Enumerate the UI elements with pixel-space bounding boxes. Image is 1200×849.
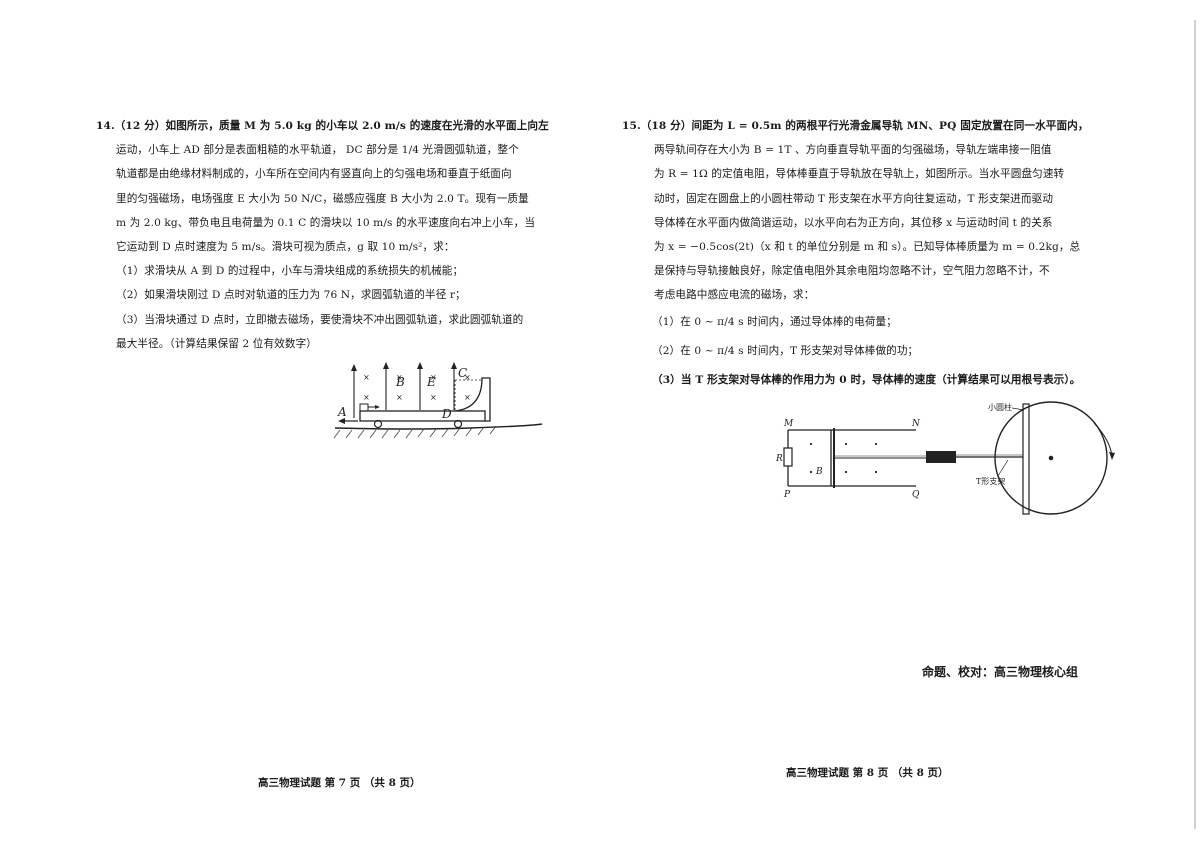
q14-subquestion-3: （3）当滑块通过 D 点时，立即撤去磁场，要使滑块不冲出圆弧轨道，求此圆弧轨道的 [116, 313, 524, 326]
q14-subquestion-3-cont: 最大半径。（计算结果保留 2 位有效数字） [116, 337, 317, 350]
svg-text:×: × [363, 393, 370, 402]
svg-text:×: × [396, 373, 403, 382]
q15-subquestion-2: （2）在 0 ~ π/4 s 时间内，T 形支架对导体棒做的功； [652, 344, 919, 357]
fig-label-R: R [776, 454, 783, 464]
svg-text:×: × [464, 393, 471, 402]
svg-text:×: × [363, 373, 370, 382]
callout-tframe: T形支架 [976, 476, 1005, 486]
q14-line: m 为 2.0 kg、带负电且电荷量为 0.1 C 的滑块以 10 m/s 的水… [116, 216, 536, 229]
q15-figure: M N P Q R B 小圆柱 T形支架 [776, 401, 1115, 515]
fig-label-B: B [815, 467, 823, 477]
fig-label-Q: Q [912, 490, 920, 500]
q14-subquestion-2: （2）如果滑块刚过 D 点时对轨道的压力为 76 N，求圆弧轨道的半径 r； [116, 289, 466, 302]
fig-label-A: A [337, 405, 347, 419]
fig-label-E: E [426, 375, 436, 389]
q15-line: 是保持与导轨接触良好，除定值电阻外其余电阻均忽略不计，空气阻力忽略不计，不 [654, 265, 1050, 278]
fig-label-N: N [911, 419, 921, 429]
q14-line: 运动，小车上 AD 部分是表面粗糙的水平轨道， DC 部分是 1/4 光滑圆弧轨… [116, 144, 519, 157]
page-8-footer: 高三物理试题 第 8 页 （共 8 页） [786, 767, 949, 779]
q15-subquestion-1: （1）在 0 ~ π/4 s 时间内，通过导体棒的电荷量； [652, 315, 897, 328]
page-7: 14.（12 分）如图所示，质量 M 为 5.0 kg 的小车以 2.0 m/s… [96, 114, 549, 789]
q15-line: 动时，固定在圆盘上的小圆柱带动 T 形支架在水平方向往复运动，T 形支架进而驱动 [654, 192, 1054, 205]
author-credit: 命题、校对：高三物理核心组 [922, 665, 1079, 679]
q15-line: 为 R = 1Ω 的定值电阻，导体棒垂直于导轨放在导轨上，如图所示。当水平圆盘匀… [654, 168, 1065, 181]
q14-line: 14.（12 分）如图所示，质量 M 为 5.0 kg 的小车以 2.0 m/s… [96, 120, 549, 132]
q15-line: 考虑电路中感应电流的磁场，求： [654, 289, 815, 302]
q14-line: 轨道都是由绝缘材料制成的，小车所在空间内有竖直向上的匀强电场和垂直于纸面向 [116, 168, 512, 181]
svg-text:×: × [430, 373, 437, 382]
q14-subquestion-1: （1）求滑块从 A 到 D 的过程中，小车与滑块组成的系统损失的机械能； [116, 265, 464, 278]
page-7-footer: 高三物理试题 第 7 页 （共 8 页） [258, 777, 421, 789]
q14-line: 里的匀强磁场，电场强度 E 大小为 50 N/C，磁感应强度 B 大小为 2.0… [116, 192, 529, 205]
svg-text:×: × [396, 393, 403, 402]
q14-line: 它运动到 D 点时速度为 5 m/s。滑块可视为质点，g 取 10 m/s²，求… [116, 240, 455, 253]
svg-text:×: × [464, 373, 471, 382]
page-8: 15.（18 分）间距为 L = 0.5m 的两根平行光滑金属导轨 MN、PQ … [600, 0, 1200, 849]
fig-label-P: P [783, 490, 791, 500]
q15-line: 两导轨间存在大小为 B = 1T 、方向垂直导轨平面的匀强磁场，导轨左端串接一阻… [654, 144, 1052, 157]
q15-line: 为 x = −0.5cos(2t)（x 和 t 的单位分别是 m 和 s）。已知… [654, 240, 1081, 253]
question-14: 14.（12 分）如图所示，质量 M 为 5.0 kg 的小车以 2.0 m/s… [96, 114, 549, 356]
fig-label-M: M [783, 419, 794, 429]
scan-edge [1194, 20, 1196, 829]
q15-subquestion-3: （3）当 T 形支架对导体棒的作用力为 0 时，导体棒的速度（计算结果可以用根号… [652, 373, 1081, 386]
callout-cylinder: 小圆柱 [988, 402, 1012, 412]
question-15: 15.（18 分）间距为 L = 0.5m 的两根平行光滑金属导轨 MN、PQ … [622, 114, 1089, 395]
fig-label-B: B [395, 375, 405, 389]
fig-label-C: C [458, 366, 467, 380]
svg-text:×: × [430, 393, 437, 402]
q14-figure: × × × × × × × × A B E C D [333, 362, 543, 439]
fig-label-D: D [441, 407, 452, 421]
q15-line: 15.（18 分）间距为 L = 0.5m 的两根平行光滑金属导轨 MN、PQ … [622, 120, 1089, 132]
q15-line: 导体棒在水平面内做简谐运动，以水平向右为正方向，其位移 x 与运动时间 t 的关… [654, 216, 1053, 229]
